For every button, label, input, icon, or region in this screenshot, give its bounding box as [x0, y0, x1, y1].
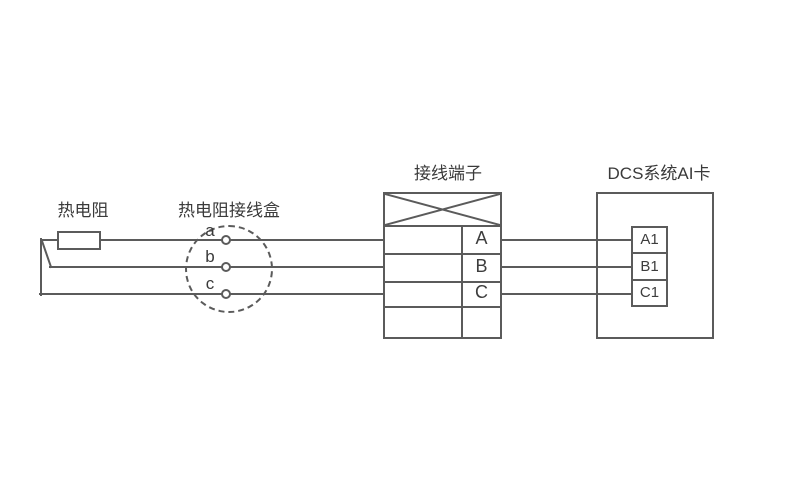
dcs-card-box: [596, 192, 714, 339]
crossed-box-cell: [385, 194, 500, 227]
terminal-block-row-divider: [385, 306, 500, 308]
terminal-block-column-divider: [461, 225, 463, 337]
dcs-channel-c1: C1: [639, 284, 660, 301]
junction-terminal-c-label: c: [205, 274, 215, 293]
terminal-b-label: B: [475, 256, 488, 276]
junction-terminal-a-label: a: [205, 221, 215, 240]
junction-box-circle: [185, 225, 273, 313]
terminal-a-label: A: [475, 228, 488, 248]
terminal-block-row-divider: [385, 281, 500, 283]
dcs-channel-a1: A1: [633, 228, 666, 254]
terminal-c-label: C: [475, 282, 488, 302]
terminal-block-label: 接线端子: [414, 164, 482, 183]
rtd-resistor-symbol: [57, 231, 101, 250]
junction-terminal-b-dot: [221, 262, 231, 272]
rtd-label: 热电阻: [57, 201, 109, 220]
junction-box-label: 热电阻接线盒: [178, 201, 280, 220]
junction-terminal-a-dot: [221, 235, 231, 245]
x-mark-icon: [385, 194, 500, 225]
terminal-block-row-divider: [385, 253, 500, 255]
junction-terminal-b-label: b: [205, 247, 215, 266]
wire-left-slant: [40, 239, 53, 269]
dcs-channel-stack: A1 B1 C1: [631, 226, 668, 307]
terminal-block: A B C: [383, 192, 502, 339]
dcs-card-label: DCS系统AI卡: [607, 164, 711, 183]
junction-terminal-c-dot: [221, 289, 231, 299]
dcs-channel-b1: B1: [633, 254, 666, 281]
